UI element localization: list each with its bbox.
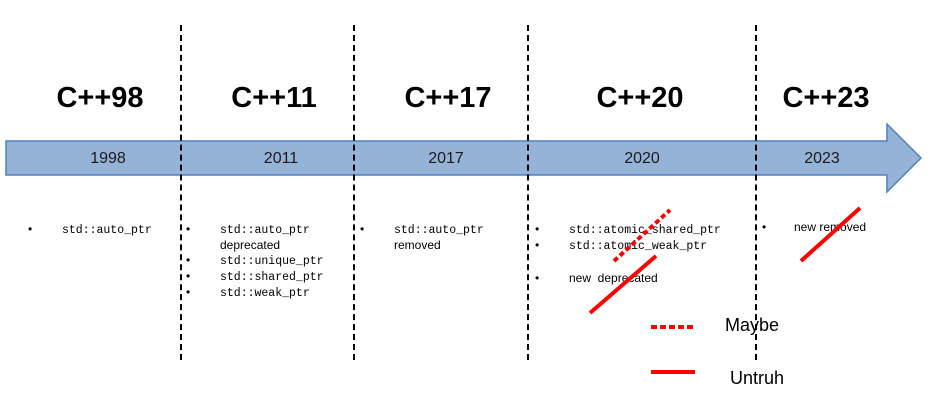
era-title-cpp17: C++17 — [404, 82, 492, 114]
list-item: • std::atomic_weak_ptr — [535, 238, 708, 253]
era-divider-4 — [755, 25, 757, 360]
item-code: std::auto_ptr — [220, 224, 310, 237]
item-note: deprecated — [220, 238, 281, 252]
item-code: std::shared_ptr — [220, 271, 324, 284]
year-label-2011: 2011 — [263, 150, 299, 167]
era-divider-1 — [180, 25, 182, 360]
list-item: • std::auto_ptr — [186, 222, 310, 237]
maybe-strike-line — [612, 208, 672, 263]
untruh-strike-line-cpp23 — [799, 206, 862, 263]
era-title-cpp98: C++98 — [56, 82, 144, 114]
item-code: std::weak_ptr — [220, 287, 310, 300]
era-title-cpp23: C++23 — [782, 82, 870, 114]
year-label-2017: 2017 — [428, 150, 464, 167]
column-cpp98: • std::auto_ptr — [28, 222, 152, 238]
list-item: • std::weak_ptr — [186, 285, 310, 300]
era-divider-2 — [353, 25, 355, 360]
item-code: std::atomic_weak_ptr — [569, 240, 708, 253]
item-code: std::auto_ptr — [394, 224, 484, 237]
item-note: removed — [394, 238, 441, 252]
list-item: • std::unique_ptr — [186, 253, 324, 268]
year-label-2023: 2023 — [804, 150, 840, 167]
era-divider-3 — [527, 25, 529, 360]
item-text: new removed — [794, 220, 867, 234]
era-title-cpp20: C++20 — [596, 82, 684, 114]
item-code: std::unique_ptr — [220, 255, 324, 268]
list-item: • new deprecated — [535, 271, 658, 285]
list-item: • std::auto_ptr — [28, 222, 152, 237]
column-cpp11: • std::auto_ptr deprecated • std::unique… — [186, 222, 324, 301]
list-item: • std::auto_ptr — [360, 222, 484, 237]
untruh-strike-line-cpp20 — [588, 254, 658, 315]
timeline-arrow-shape — [5, 122, 923, 194]
era-title-cpp11: C++11 — [231, 82, 317, 114]
list-item: • new removed — [762, 220, 867, 234]
column-cpp23: • new removed — [762, 220, 866, 235]
legend-maybe-label: Maybe — [725, 315, 780, 335]
item-code: std::auto_ptr — [62, 224, 152, 237]
year-label-1998: 1998 — [90, 150, 126, 167]
year-label-2020: 2020 — [624, 150, 660, 167]
list-item: • std::shared_ptr — [186, 269, 324, 284]
legend-untruh-label: Untruh — [730, 368, 785, 388]
column-cpp17: • std::auto_ptr removed — [360, 222, 484, 253]
